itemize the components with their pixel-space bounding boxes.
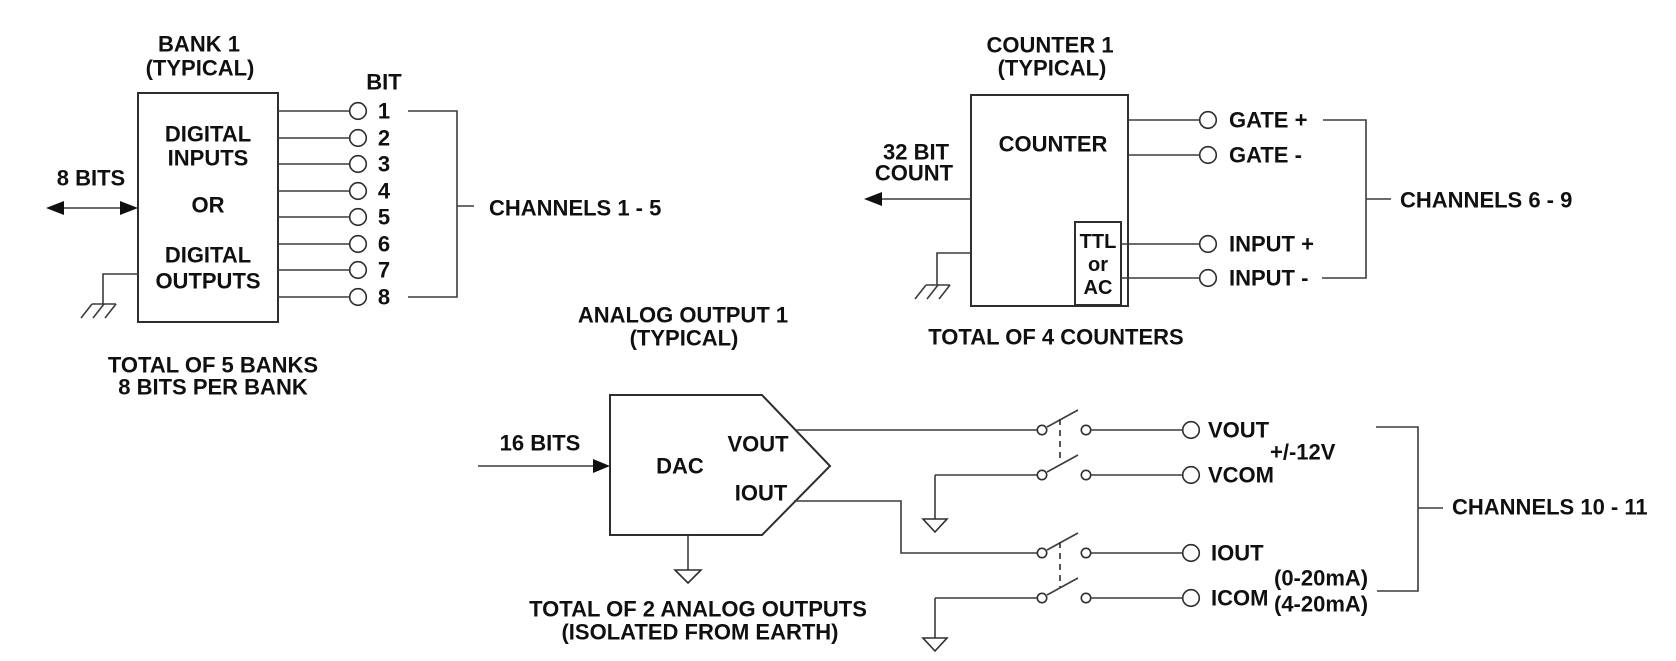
vout-terminal-circle [1181,420,1201,440]
input-plus-circle [1198,234,1218,254]
counter-channels-bracket [1322,119,1391,279]
vcom-isolated-ground-icon [921,518,949,534]
gate-minus-label: GATE - [1229,143,1302,168]
bit-number: 5 [378,205,390,230]
bank-bit-rows: 1 2 3 4 5 6 7 8 [278,99,391,310]
current-range-label-2: (4-20mA) [1274,592,1368,617]
bit-terminal-circle [348,128,368,148]
input-minus-label: INPUT - [1229,266,1308,291]
voltage-range-label: +/-12V [1270,440,1336,465]
icom-wire [921,597,1037,653]
counter-title-typical: (TYPICAL) [998,56,1107,81]
iout-terminal-label: IOUT [1211,541,1264,566]
bank-channels-label: CHANNELS 1 - 5 [489,196,661,221]
iout-wire [794,500,1037,554]
vcom-wire [921,474,1037,534]
gate-minus-circle [1198,145,1218,165]
bank-box-text-1: DIGITAL [165,122,251,147]
bit-header: BIT [366,70,402,95]
iout-switch-icon [1036,532,1183,559]
bit-number: 2 [378,126,390,151]
bit-terminal-circle [348,234,368,254]
counter-section: COUNTER 1 (TYPICAL) COUNTER TTL or AC 32… [864,33,1572,350]
bit-terminal-circle [348,287,368,307]
icom-isolated-ground-icon [921,637,949,653]
analog-section: ANALOG OUTPUT 1 (TYPICAL) DAC VOUT IOUT … [478,303,1648,653]
icom-terminal-circle [1181,588,1201,608]
bank-note-2: 8 BITS PER BANK [118,375,308,400]
bank-channels-bracket [408,110,474,298]
counter-note: TOTAL OF 4 COUNTERS [928,325,1183,350]
vout-switch-icon [1036,409,1183,436]
analog-note-1: TOTAL OF 2 ANALOG OUTPUTS [529,597,867,622]
gate-plus-circle [1198,110,1218,130]
counter-box-label: COUNTER [999,132,1108,157]
current-range-label-1: (0-20mA) [1274,566,1368,591]
analog-title-typical: (TYPICAL) [630,326,739,351]
ttl-ac-text-1: TTL [1080,231,1117,253]
counter-ground-icon [914,252,971,300]
vcom-terminal-circle [1181,465,1201,485]
bit-number: 1 [378,99,390,124]
bit-terminal-circle [348,207,368,227]
dac-iout-label: IOUT [735,481,788,506]
icom-switch-icon [1036,577,1183,604]
iout-terminal-circle [1181,543,1201,563]
vcom-terminal-label: VCOM [1208,463,1274,488]
vcom-switch-icon [1036,454,1183,481]
bank-title: BANK 1 [158,32,240,57]
bit-terminal-circle [348,154,368,174]
count-arrow-icon [864,192,971,206]
bank-ground-icon [80,273,138,319]
icom-terminal-label: ICOM [1211,586,1268,611]
bidirectional-arrow-icon [46,201,138,215]
dac-shape [609,394,832,536]
bank-box-text-or: OR [192,193,225,218]
analog-channels-bracket [1376,426,1443,592]
bank-box-text-4: OUTPUTS [155,269,260,294]
gate-plus-label: GATE + [1229,108,1307,133]
counter-terminal-rows: GATE + GATE - INPUT + INPUT - [1121,108,1314,291]
bank-box-text-3: DIGITAL [165,243,251,268]
ttl-ac-box [1074,221,1122,306]
bit-number: 3 [378,152,390,177]
ttl-ac-text-2: or [1088,254,1108,276]
bank-note-1: TOTAL OF 5 BANKS [108,353,318,378]
bank-box [137,92,279,323]
counter-title: COUNTER 1 [986,33,1113,58]
bit-terminal-circle [348,101,368,121]
dac-isolated-ground-icon [673,535,703,585]
count-label-1: 32 BIT [883,140,950,165]
bank-box-text-2: INPUTS [168,146,249,171]
bank-title-typical: (TYPICAL) [146,56,255,81]
bank-bus-label: 8 BITS [57,166,125,191]
analog-channels-label: CHANNELS 10 - 11 [1452,495,1648,520]
analog-title: ANALOG OUTPUT 1 [578,303,788,328]
dac-label: DAC [656,454,704,479]
analog-bus-label: 16 BITS [500,431,581,456]
bit-terminal-circle [348,181,368,201]
dac-input-arrow-icon [478,459,610,473]
bit-number: 7 [378,258,390,283]
bit-number: 4 [378,179,391,204]
counter-channels-label: CHANNELS 6 - 9 [1400,188,1572,213]
dac-vout-label: VOUT [727,432,789,457]
ttl-ac-text-3: AC [1084,277,1113,299]
bit-number: 6 [378,232,390,257]
bit-terminal-circle [348,260,368,280]
bank-section: BANK 1 (TYPICAL) DIGITAL INPUTS OR DIGIT… [46,32,661,400]
vout-terminal-label: VOUT [1208,418,1270,443]
input-plus-label: INPUT + [1229,232,1314,257]
input-minus-circle [1198,268,1218,288]
count-label-2: COUNT [875,161,954,186]
bit-number: 8 [378,285,390,310]
analog-note-2: (ISOLATED FROM EARTH) [561,620,838,645]
